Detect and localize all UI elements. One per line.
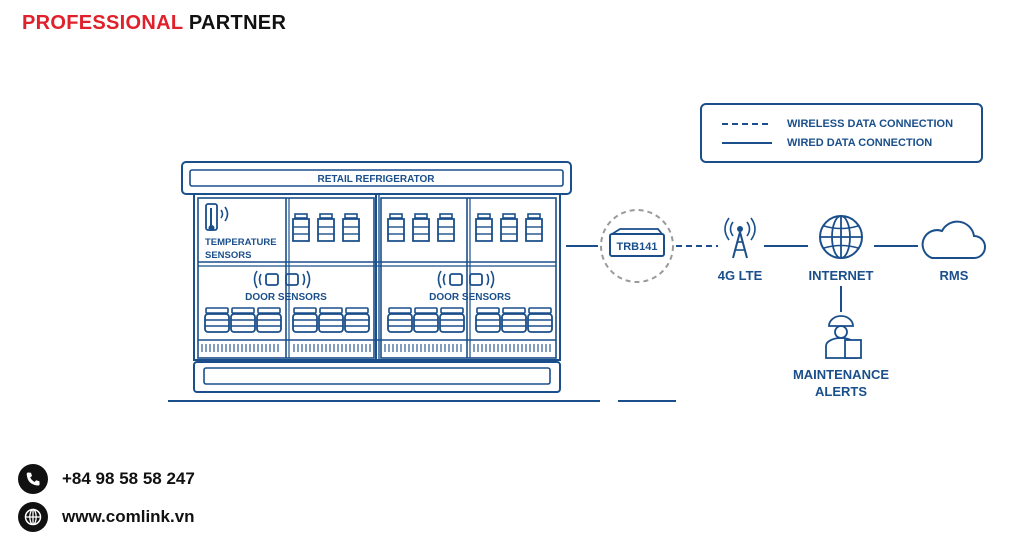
legend-box: WIRELESS DATA CONNECTION WIRED DATA CONN… bbox=[700, 103, 983, 163]
phone-icon bbox=[18, 464, 48, 494]
temp-sensors-label-1: TEMPERATURE bbox=[205, 237, 277, 248]
website-link[interactable]: www.comlink.vn bbox=[62, 507, 195, 526]
retail-refrigerator: RETAIL REFRIGERATOR bbox=[168, 161, 676, 402]
legend-wired-label: WIRED DATA CONNECTION bbox=[787, 137, 932, 149]
rms-label: RMS bbox=[940, 268, 969, 283]
alerts-label-2: ALERTS bbox=[815, 384, 867, 399]
maintenance-worker-icon bbox=[825, 315, 862, 359]
lte-label: 4G LTE bbox=[718, 268, 763, 283]
globe-icon bbox=[819, 215, 863, 259]
door-sensor-icon bbox=[253, 270, 311, 289]
temp-sensors-label-2: SENSORS bbox=[205, 250, 251, 261]
brand-red: PROFESSIONAL bbox=[22, 12, 184, 34]
door-sensors-label-left: DOOR SENSORS bbox=[245, 292, 327, 303]
cell-tower-icon bbox=[724, 217, 756, 259]
brand-dark: PARTNER bbox=[188, 12, 287, 34]
router-label: TRB141 bbox=[617, 241, 658, 253]
brand-title: PROFESSIONAL PARTNER bbox=[22, 12, 286, 35]
thermometer-icon bbox=[205, 203, 229, 231]
internet-label: INTERNET bbox=[809, 268, 874, 283]
globe-icon bbox=[18, 502, 48, 532]
contact-phone: +84 98 58 58 247 bbox=[18, 464, 195, 494]
door-sensors-label-right: DOOR SENSORS bbox=[429, 292, 511, 303]
contact-website: www.comlink.vn bbox=[18, 502, 195, 532]
phone-number[interactable]: +84 98 58 58 247 bbox=[62, 469, 195, 488]
door-sensor-icon bbox=[437, 270, 495, 289]
alerts-label-1: MAINTENANCE bbox=[793, 367, 889, 382]
fridge-title: RETAIL REFRIGERATOR bbox=[317, 174, 435, 185]
router-icon: TRB141 bbox=[600, 209, 674, 283]
legend-wireless-label: WIRELESS DATA CONNECTION bbox=[787, 118, 953, 130]
cloud-icon bbox=[921, 220, 986, 259]
